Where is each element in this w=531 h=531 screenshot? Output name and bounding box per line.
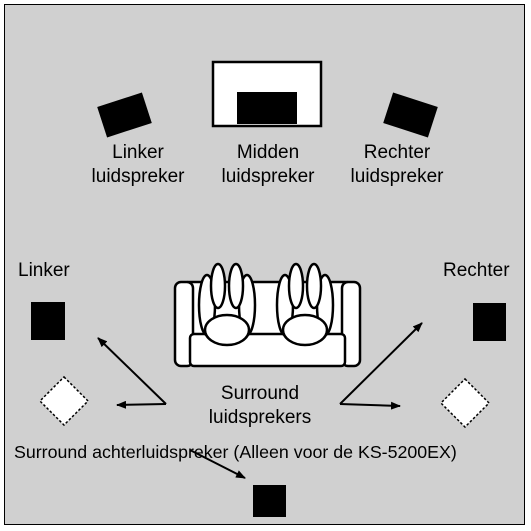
surround-back-label: Surround achterluidspreker (Alleen voor … bbox=[14, 442, 457, 462]
listener-icon bbox=[197, 262, 335, 347]
front-left-label: Linker luidspreker bbox=[91, 142, 185, 187]
side-right-label: Rechter bbox=[443, 260, 510, 281]
arrow-right-side bbox=[339, 322, 423, 405]
arrow-left-back bbox=[116, 400, 167, 409]
front-left-speaker-icon bbox=[97, 92, 152, 138]
front-right-speaker-icon bbox=[383, 92, 438, 138]
side-right-speaker-icon bbox=[473, 303, 506, 341]
surround-label: Surround luidsprekers bbox=[208, 383, 312, 428]
dashed-speaker-right-icon bbox=[439, 377, 491, 429]
center-speaker-icon bbox=[237, 92, 297, 124]
surround-back-speaker-icon bbox=[253, 485, 286, 517]
arrow-right-back bbox=[339, 401, 401, 410]
front-right-label: Rechter luidspreker bbox=[350, 142, 444, 187]
center-label: Midden luidspreker bbox=[221, 142, 315, 187]
dashed-speaker-left-icon bbox=[38, 375, 90, 427]
arrow-surround-back bbox=[189, 449, 246, 479]
arrows bbox=[97, 322, 423, 479]
arrow-left-side bbox=[97, 337, 167, 405]
side-left-label: Linker bbox=[18, 260, 70, 281]
side-left-speaker-icon bbox=[31, 302, 65, 340]
